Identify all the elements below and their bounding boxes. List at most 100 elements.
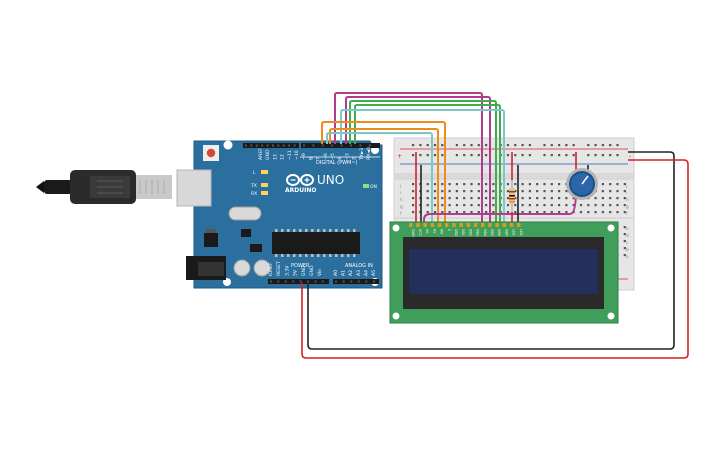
breadboard-hole[interactable] bbox=[426, 183, 429, 186]
breadboard-hole[interactable] bbox=[455, 204, 458, 207]
breadboard-hole[interactable] bbox=[412, 211, 415, 214]
breadboard-hole[interactable] bbox=[477, 211, 480, 214]
breadboard-hole[interactable] bbox=[623, 211, 626, 214]
breadboard-hole[interactable] bbox=[412, 197, 415, 200]
breadboard-hole[interactable] bbox=[477, 144, 480, 147]
breadboard-hole[interactable] bbox=[528, 197, 531, 200]
breadboard-hole[interactable] bbox=[536, 204, 539, 207]
breadboard-hole[interactable] bbox=[565, 144, 568, 147]
breadboard-hole[interactable] bbox=[514, 211, 517, 214]
breadboard-hole[interactable] bbox=[463, 183, 466, 186]
breadboard-hole[interactable] bbox=[521, 197, 524, 200]
breadboard-hole[interactable] bbox=[572, 204, 575, 207]
header-hole[interactable] bbox=[335, 280, 337, 283]
breadboard-hole[interactable] bbox=[470, 211, 473, 214]
breadboard-hole[interactable] bbox=[492, 197, 495, 200]
lcd-pin[interactable] bbox=[437, 223, 442, 227]
breadboard-hole[interactable] bbox=[623, 190, 626, 193]
breadboard-hole[interactable] bbox=[521, 154, 524, 157]
header-hole[interactable] bbox=[303, 144, 305, 147]
breadboard-hole[interactable] bbox=[470, 144, 473, 147]
header-hole[interactable] bbox=[365, 280, 368, 283]
breadboard-hole[interactable] bbox=[601, 144, 604, 147]
lcd-pin[interactable] bbox=[423, 223, 427, 227]
breadboard-hole[interactable] bbox=[521, 144, 524, 147]
breadboard-hole[interactable] bbox=[455, 197, 458, 200]
breadboard-hole[interactable] bbox=[528, 183, 531, 186]
potentiometer[interactable] bbox=[566, 168, 598, 200]
lcd-pin[interactable] bbox=[466, 223, 471, 227]
breadboard-hole[interactable] bbox=[441, 211, 444, 214]
breadboard-hole[interactable] bbox=[616, 154, 619, 157]
breadboard-hole[interactable] bbox=[558, 204, 561, 207]
breadboard-hole[interactable] bbox=[623, 197, 626, 200]
header-hole[interactable] bbox=[312, 144, 315, 147]
breadboard-hole[interactable] bbox=[609, 211, 612, 214]
header-hole[interactable] bbox=[292, 280, 295, 283]
breadboard-hole[interactable] bbox=[485, 211, 488, 214]
breadboard-hole[interactable] bbox=[601, 204, 604, 207]
breadboard-hole[interactable] bbox=[485, 190, 488, 193]
lcd-pin[interactable] bbox=[445, 223, 449, 227]
breadboard-hole[interactable] bbox=[433, 204, 437, 207]
header-hole[interactable] bbox=[277, 280, 280, 283]
breadboard-hole[interactable] bbox=[565, 211, 568, 214]
breadboard-hole[interactable] bbox=[609, 154, 612, 157]
breadboard-hole[interactable] bbox=[455, 211, 458, 214]
header-hole[interactable] bbox=[321, 144, 324, 147]
breadboard-hole[interactable] bbox=[463, 190, 466, 193]
lcd-pin[interactable] bbox=[459, 223, 463, 227]
breadboard-hole[interactable] bbox=[485, 144, 488, 147]
breadboard-hole[interactable] bbox=[616, 183, 619, 186]
lcd-pin[interactable] bbox=[509, 223, 514, 227]
breadboard-hole[interactable] bbox=[448, 183, 451, 186]
breadboard-hole[interactable] bbox=[470, 197, 473, 200]
breadboard-hole[interactable] bbox=[455, 154, 458, 157]
breadboard-hole[interactable] bbox=[514, 144, 517, 147]
breadboard-hole[interactable] bbox=[463, 154, 466, 157]
breadboard-hole[interactable] bbox=[463, 197, 466, 200]
breadboard-hole[interactable] bbox=[565, 190, 568, 193]
breadboard-hole[interactable] bbox=[514, 197, 517, 200]
breadboard-hole[interactable] bbox=[536, 183, 539, 186]
breadboard-hole[interactable] bbox=[506, 211, 510, 214]
breadboard-hole[interactable] bbox=[558, 211, 561, 214]
breadboard-hole[interactable] bbox=[623, 204, 626, 207]
breadboard-hole[interactable] bbox=[558, 197, 561, 200]
breadboard-hole[interactable] bbox=[609, 204, 612, 207]
breadboard-hole[interactable] bbox=[623, 247, 626, 250]
breadboard-hole[interactable] bbox=[477, 197, 480, 200]
breadboard-hole[interactable] bbox=[412, 190, 415, 193]
header-hole[interactable] bbox=[321, 280, 324, 283]
breadboard-hole[interactable] bbox=[521, 183, 524, 186]
breadboard-hole[interactable] bbox=[485, 204, 488, 207]
header-hole[interactable] bbox=[270, 280, 272, 283]
breadboard-hole[interactable] bbox=[433, 183, 437, 186]
breadboard-hole[interactable] bbox=[558, 154, 561, 157]
breadboard-hole[interactable] bbox=[601, 197, 604, 200]
breadboard-hole[interactable] bbox=[506, 197, 510, 200]
breadboard-hole[interactable] bbox=[441, 190, 444, 193]
breadboard-hole[interactable] bbox=[433, 211, 437, 214]
header-hole[interactable] bbox=[314, 280, 317, 283]
breadboard-hole[interactable] bbox=[579, 211, 583, 214]
breadboard-hole[interactable] bbox=[587, 204, 590, 207]
header-hole[interactable] bbox=[245, 144, 247, 147]
breadboard-hole[interactable] bbox=[543, 204, 546, 207]
breadboard-hole[interactable] bbox=[528, 190, 531, 193]
breadboard-hole[interactable] bbox=[441, 197, 444, 200]
breadboard-hole[interactable] bbox=[528, 144, 531, 147]
breadboard-hole[interactable] bbox=[565, 204, 568, 207]
reset-button-cap[interactable] bbox=[206, 148, 216, 158]
usb-cable[interactable] bbox=[36, 170, 172, 204]
header-hole[interactable] bbox=[357, 280, 360, 283]
breadboard-hole[interactable] bbox=[528, 204, 531, 207]
breadboard-hole[interactable] bbox=[594, 211, 597, 214]
breadboard-hole[interactable] bbox=[448, 197, 451, 200]
breadboard-hole[interactable] bbox=[463, 211, 466, 214]
header-hole[interactable] bbox=[250, 144, 253, 147]
breadboard-hole[interactable] bbox=[426, 204, 429, 207]
breadboard-hole[interactable] bbox=[477, 190, 480, 193]
breadboard-hole[interactable] bbox=[587, 144, 590, 147]
breadboard-hole[interactable] bbox=[616, 204, 619, 207]
